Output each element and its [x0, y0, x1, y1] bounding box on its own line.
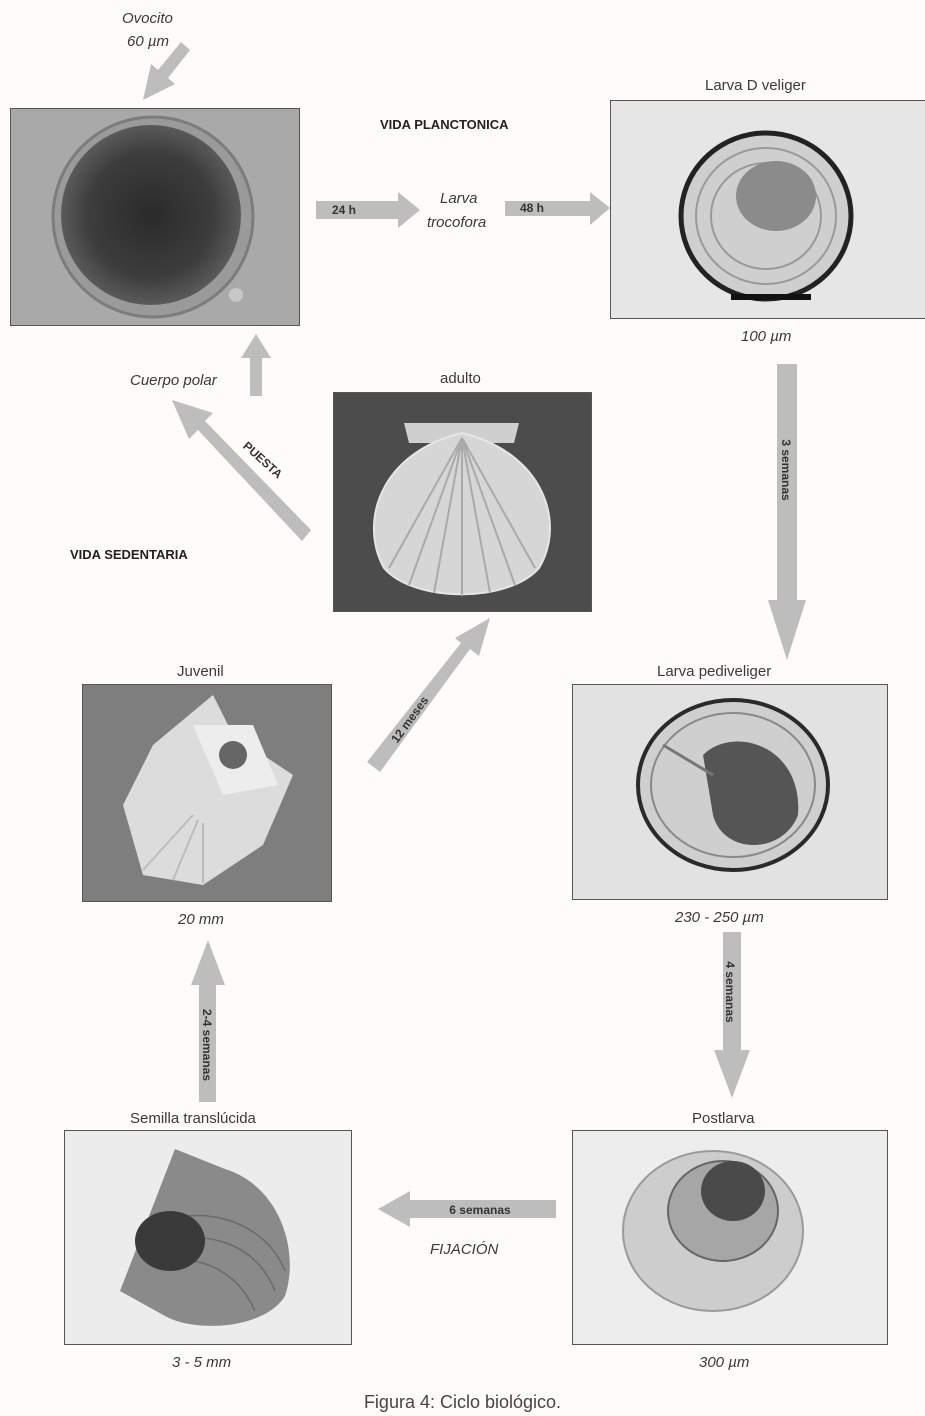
arrow-2-4-semanas-label: 2-4 semanas [200, 1009, 214, 1081]
larva-d-size: 100 µm [741, 328, 791, 345]
arrow-4-semanas-label: 4 semanas [723, 961, 737, 1023]
juvenil-size: 20 mm [178, 911, 224, 928]
larva-pediveliger-label: Larva pediveliger [657, 663, 771, 680]
vida-planctonica-label: VIDA PLANCTONICA [380, 117, 509, 132]
arrow-3-semanas-label: 3 semanas [779, 439, 793, 501]
postlarva-label: Postlarva [692, 1110, 755, 1127]
ovocito-label: Ovocito [122, 10, 173, 27]
arrow-into-ovocito [143, 42, 190, 100]
pediveliger-size: 230 - 250 µm [675, 909, 764, 926]
arrow-24h: 24 h [316, 192, 420, 228]
postlarva-size: 300 µm [699, 1354, 749, 1371]
arrow-48h: 48 h [505, 192, 610, 225]
arrow-48h-label: 48 h [520, 201, 544, 215]
arrow-12-meses-label: 12 meses [388, 693, 431, 745]
arrow-6-semanas: 6 semanas [378, 1191, 556, 1227]
arrow-24h-label: 24 h [332, 203, 356, 217]
larva-d-veliger-photo [610, 100, 925, 319]
juvenil-label: Juvenil [177, 663, 224, 680]
arrow-6-semanas-label: 6 semanas [449, 1203, 511, 1217]
arrow-4-semanas: 4 semanas [714, 932, 750, 1098]
larva-trocofora-line1: Larva [440, 190, 478, 207]
juvenil-photo [82, 684, 332, 902]
larva-trocofora-line2: trocofora [427, 214, 486, 231]
figure-caption: Figura 4: Ciclo biológico. [0, 1392, 925, 1413]
semilla-label: Semilla translúcida [130, 1110, 256, 1127]
arrow-cuerpo-polar [241, 334, 271, 396]
larva-pediveliger-photo [572, 684, 888, 900]
larva-d-veliger-label: Larva D veliger [705, 77, 806, 94]
adulto-photo [333, 392, 592, 612]
cuerpo-polar-label: Cuerpo polar [130, 372, 217, 389]
postlarva-photo [572, 1130, 888, 1345]
arrow-12-meses: 12 meses [367, 618, 490, 772]
adulto-label: adulto [440, 370, 481, 387]
semilla-photo [64, 1130, 352, 1345]
arrow-3-semanas: 3 semanas [768, 364, 806, 660]
fijacion-label: FIJACIÓN [430, 1241, 498, 1258]
semilla-size: 3 - 5 mm [172, 1354, 231, 1371]
ovocito-size: 60 µm [127, 33, 169, 50]
ovocito-photo [10, 108, 300, 326]
vida-sedentaria-label: VIDA SEDENTARIA [70, 547, 188, 562]
arrow-2-4-semanas: 2-4 semanas [191, 940, 225, 1102]
arrow-puesta: PUESTA [172, 400, 311, 541]
